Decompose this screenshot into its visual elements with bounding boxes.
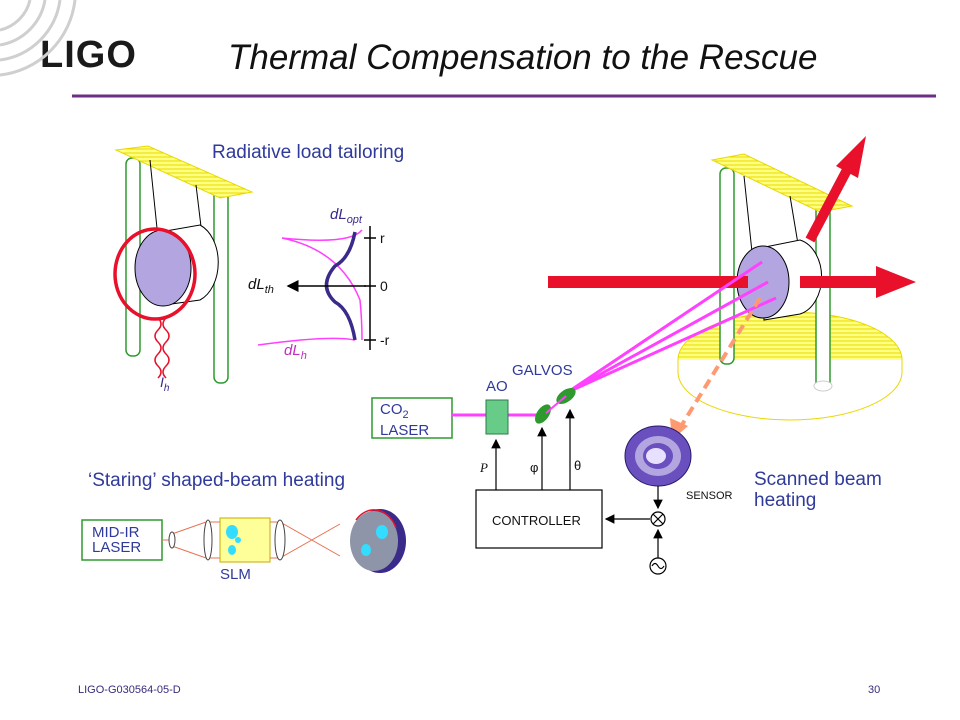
scanning-beams	[567, 260, 777, 394]
ao-label: AO	[486, 378, 508, 395]
page-number: 30	[868, 684, 881, 696]
shaped-target-mass	[350, 509, 406, 573]
ligo-logo-arcs	[0, 0, 77, 77]
ligo-logo-text: LIGO	[40, 34, 137, 76]
dl-opt-label: dLopt	[330, 206, 362, 226]
slm-box	[219, 517, 271, 563]
sensor-icon	[624, 425, 692, 487]
controller-box	[475, 489, 603, 549]
radiative-heading: Radiative load tailoring	[212, 142, 405, 163]
main-beam	[548, 266, 916, 298]
signal-theta-label: θ	[574, 458, 582, 473]
reflected-beam	[805, 136, 866, 243]
radiative-suspension	[113, 145, 254, 384]
controller-label: CONTROLLER	[492, 513, 581, 528]
signal-phi-label: φ	[530, 460, 539, 475]
signal-p-label: P	[480, 460, 488, 475]
axis-label-neg-r: -r	[380, 332, 390, 348]
scanned-suspension	[677, 153, 903, 421]
document-id: LIGO-G030564-05-D	[78, 684, 181, 696]
axis-label-zero: 0	[380, 278, 388, 294]
staring-heading: ‘Staring’ shaped-beam heating	[88, 470, 346, 491]
dl-th-label: dLth	[248, 276, 274, 296]
current-label: Ih	[160, 374, 170, 394]
co2-laser-box	[371, 397, 453, 439]
ao-modulator	[485, 399, 509, 435]
radiative-curves	[257, 226, 376, 350]
heater-ring	[113, 227, 197, 321]
dl-h-label: dLh	[284, 342, 307, 362]
galvos-label: GALVOS	[512, 362, 573, 379]
axis-label-r: r	[380, 230, 385, 246]
galvo-mirror-1	[535, 404, 551, 424]
slide-title: Thermal Compensation to the Rescue	[228, 38, 818, 77]
sensor-label: SENSOR	[686, 490, 733, 502]
mid-ir-laser-box	[81, 519, 163, 561]
slm-label: SLM	[220, 566, 251, 583]
probe-beam	[678, 296, 762, 430]
